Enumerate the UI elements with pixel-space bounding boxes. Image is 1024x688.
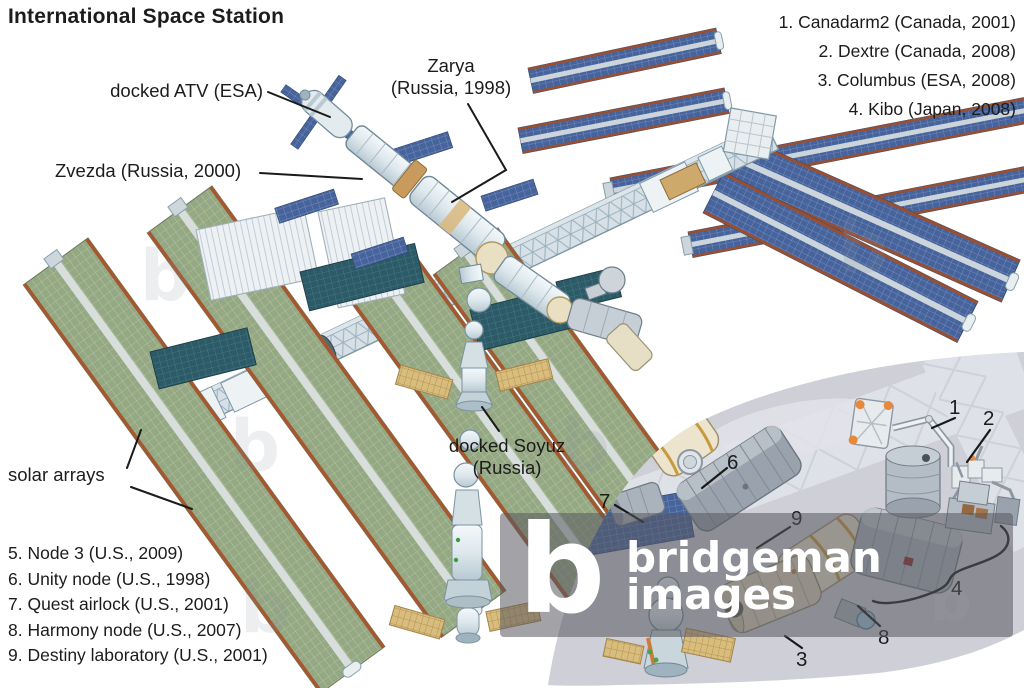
solar-array-blue-starboard: [702, 137, 1021, 343]
ghost-b: b: [230, 405, 280, 487]
ghost-watermarks: b b b b b: [140, 207, 888, 649]
zarya-module: [409, 175, 506, 262]
docking-collar: [392, 160, 428, 199]
label-docked-atv: docked ATV (ESA): [110, 80, 263, 101]
bridgeman-logo-icon: b: [518, 499, 606, 641]
label-solar-arrays: solar arrays: [8, 464, 105, 485]
columbus-module-small: [606, 323, 653, 372]
callout-8: 8: [878, 626, 890, 649]
truss-end-box: [722, 107, 777, 161]
label-docked-soyuz-line2: (Russia): [472, 457, 542, 478]
watermark-line1: bridgeman: [626, 533, 882, 582]
leader-solar-arrays-upper: [126, 429, 142, 469]
callout-2: 2: [983, 407, 995, 430]
callout-3: 3: [796, 648, 808, 671]
legend-item: 4. Kibo (Japan, 2008): [848, 99, 1016, 119]
legend-item: 9. Destiny laboratory (U.S., 2001): [8, 645, 268, 666]
watermark-text: bridgeman images: [626, 533, 882, 619]
legend-bottom-left: 5. Node 3 (U.S., 2009) 6. Unity node (U.…: [8, 541, 268, 669]
nadir-stack-soyuz: [388, 287, 554, 644]
leader-zvezda: [259, 172, 363, 180]
ghost-b: b: [838, 207, 888, 289]
russian-segment: [274, 74, 539, 270]
callout-6: 6: [727, 451, 739, 474]
label-leader-lines: [126, 91, 508, 510]
watermark-line2: images: [626, 570, 797, 619]
label-zvezda: Zvezda (Russia, 2000): [55, 160, 242, 181]
ghost-b: b: [140, 235, 190, 317]
callout-1: 1: [949, 396, 961, 419]
watermark-bar: b bridgeman images: [500, 499, 1013, 641]
legend-item: 3. Columbus (ESA, 2008): [817, 70, 1016, 90]
leader-1: [930, 416, 957, 430]
callout-7: 7: [599, 490, 611, 513]
ghost-b: b: [240, 567, 290, 649]
legend-item: 6. Unity node (U.S., 1998): [8, 568, 211, 589]
atv-module: [299, 89, 353, 139]
leader-docked-atv: [267, 91, 331, 118]
canadarm2: [848, 397, 955, 467]
leader-solar-arrays-lower: [130, 486, 193, 510]
label-docked-soyuz: docked Soyuz (Russia): [428, 435, 586, 479]
ghost-b: b: [560, 405, 610, 487]
label-zarya-line1: Zarya: [427, 55, 475, 76]
legend-top-right: 1. Canadarm2 (Canada, 2001) 2. Dextre (C…: [779, 8, 1016, 124]
legend-item: 2. Dextre (Canada, 2008): [818, 41, 1016, 61]
legend-item: 8. Harmony node (U.S., 2007): [8, 619, 242, 640]
leader-2: [965, 428, 992, 464]
leader-3: [783, 634, 804, 650]
label-docked-soyuz-line1: docked Soyuz: [448, 435, 566, 456]
leader-docked-soyuz: [481, 406, 500, 432]
destiny-laboratory: [676, 425, 802, 532]
legend-item: 5. Node 3 (U.S., 2009): [8, 543, 184, 563]
label-zarya: Zarya (Russia, 1998): [384, 55, 518, 98]
legend-item: 1. Canadarm2 (Canada, 2001): [778, 12, 1016, 32]
page-title: International Space Station: [8, 5, 285, 28]
legend-item: 7. Quest airlock (U.S., 2001): [8, 594, 229, 615]
leader-6: [700, 466, 729, 490]
truss-logistics-platform: [659, 145, 734, 201]
leader-zarya: [451, 103, 508, 203]
center-modules: [458, 241, 653, 372]
label-zarya-line2: (Russia, 1998): [390, 76, 512, 98]
